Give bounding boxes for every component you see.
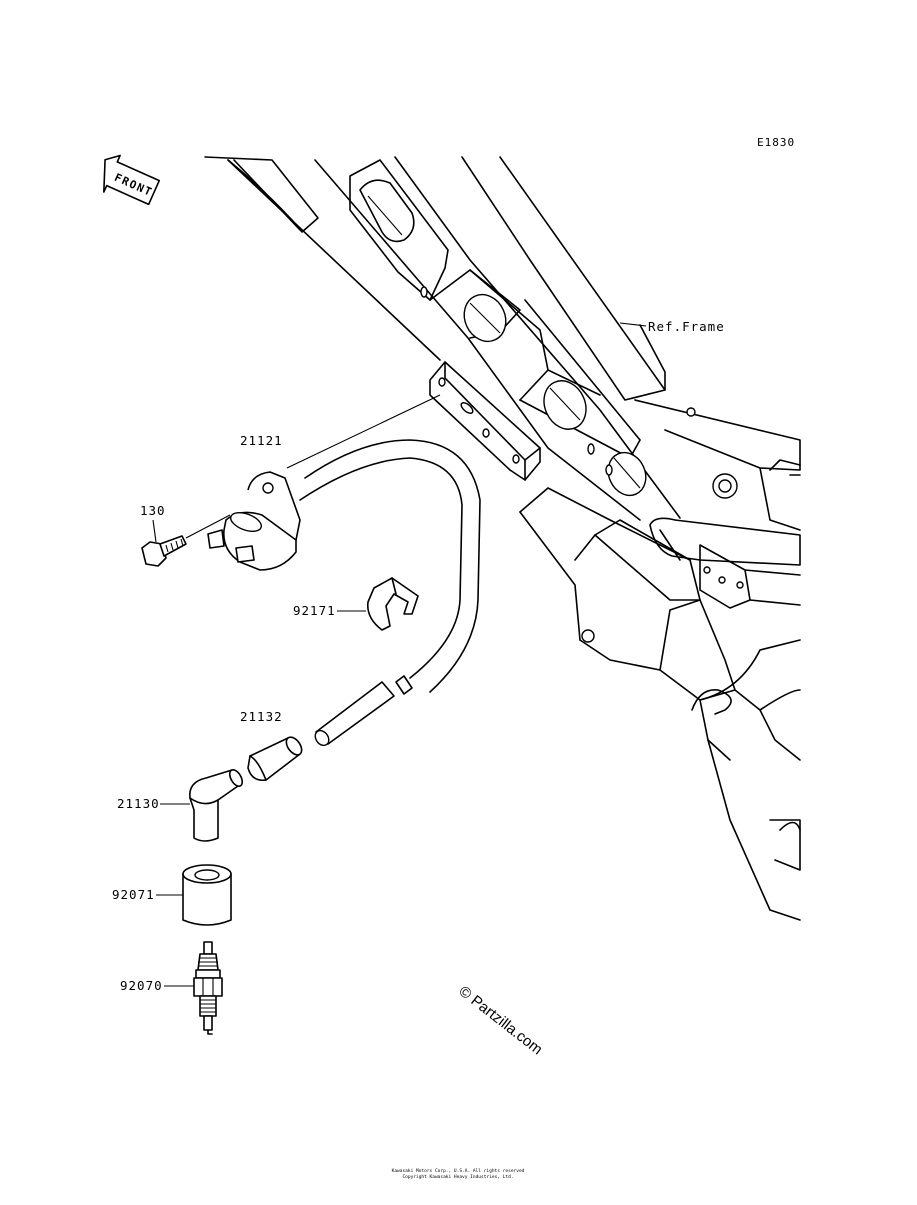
footer-line1: Kawasaki Motors Corp., U.S.A. All rights…: [392, 1168, 525, 1174]
label-130: 130: [140, 503, 166, 518]
plug-cap: [189, 769, 244, 842]
diagram-code: E1830: [757, 136, 795, 149]
front-arrow-icon: FRONT: [103, 154, 161, 206]
cap: [247, 736, 303, 782]
label-21130: 21130: [117, 796, 160, 811]
watermark: © Partzilla.com: [456, 983, 546, 1059]
cap-rubber: [182, 864, 232, 926]
spark-plug: [193, 941, 223, 1035]
lead-tube: [314, 675, 413, 747]
label-92171: 92171: [293, 603, 336, 618]
ref-frame-label: Ref.Frame: [648, 319, 725, 334]
clamp: [366, 577, 419, 631]
label-92070: 92070: [120, 978, 163, 993]
bolt: [141, 535, 187, 567]
coil-bracket: [429, 361, 541, 481]
footer-line2: Copyright Kawasaki Heavy Industries, Ltd…: [402, 1174, 513, 1180]
label-21121: 21121: [240, 433, 283, 448]
label-21132: 21132: [240, 709, 283, 724]
ignition-coil: [207, 439, 481, 693]
frame: [204, 156, 801, 921]
label-92071: 92071: [112, 887, 155, 902]
